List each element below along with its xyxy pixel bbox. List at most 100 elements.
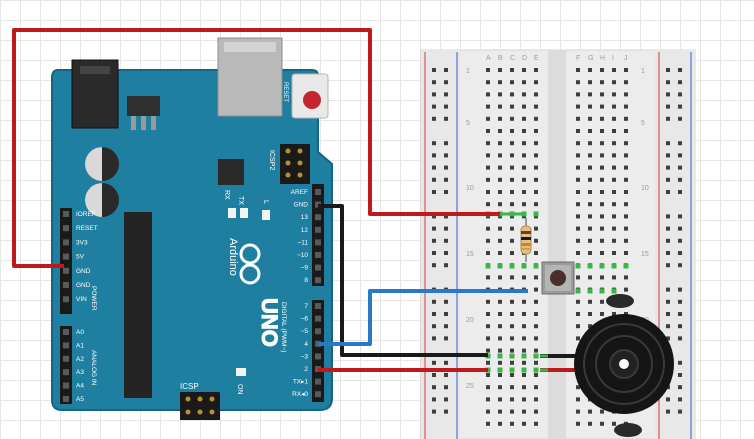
breadboard-hole (498, 165, 502, 170)
breadboard-hole (576, 397, 580, 402)
breadboard-hole (432, 141, 436, 146)
breadboard-hole (624, 165, 628, 170)
breadboard-hole (534, 116, 538, 121)
breadboard-hole-connected (485, 263, 491, 269)
breadboard-hole (666, 68, 670, 72)
header-pin (63, 382, 69, 389)
breadboard-row-number: 5 (641, 120, 645, 127)
status-leds: TX RX L (223, 190, 270, 220)
arduino-logo: Arduino UNO (227, 238, 283, 347)
breadboard-hole (624, 177, 628, 182)
breadboard-hole (510, 202, 514, 207)
pin-label: A4 (76, 383, 84, 390)
breadboard-hole (678, 214, 682, 219)
analog-label: ANALOG IN (90, 350, 97, 386)
microcontroller-chip (124, 212, 152, 398)
breadboard-hole (510, 312, 514, 316)
breadboard-row-number: 10 (641, 185, 649, 192)
breadboard-hole (678, 92, 682, 97)
pcb (51, 69, 333, 411)
breadboard-hole (498, 397, 502, 402)
tx-label: TX (237, 196, 244, 205)
breadboard-hole (576, 324, 580, 329)
breadboard-hole (678, 409, 682, 414)
breadboard-hole (588, 214, 592, 219)
breadboard-column-label: F (576, 55, 580, 62)
breadboard-hole (486, 92, 490, 97)
breadboard-hole (576, 165, 580, 170)
breadboard-hole (510, 238, 514, 243)
breadboard-column-label: H (600, 55, 605, 62)
breadboard-hole (534, 165, 538, 170)
breadboard-hole (522, 80, 526, 85)
breadboard-hole (624, 92, 628, 97)
icsp-label: ICSP (180, 382, 199, 391)
breadboard-hole (666, 312, 670, 316)
breadboard-hole (612, 68, 616, 72)
breadboard-hole-connected (497, 367, 503, 373)
breadboard-hole (486, 324, 490, 329)
breadboard-hole (678, 360, 682, 365)
breadboard-hole (486, 421, 490, 426)
breadboard-hole (600, 275, 604, 280)
breadboard-hole (576, 336, 580, 341)
pin-label: 8 (304, 277, 308, 284)
breadboard-hole (522, 312, 526, 316)
pin-label: 7 (304, 303, 308, 310)
pin-label: RESET (76, 225, 98, 232)
breadboard-hole (588, 104, 592, 109)
breadboard-hole (444, 68, 448, 72)
breadboard-hole (486, 312, 490, 316)
breadboard-hole (486, 360, 490, 365)
digital-label: DIGITAL (PWM~) (280, 302, 287, 352)
pin-label: GND (76, 268, 91, 275)
breadboard-hole (444, 324, 448, 329)
breadboard-hole (576, 104, 580, 109)
breadboard-hole-connected (533, 263, 539, 269)
breadboard-hole (534, 397, 538, 402)
pin-label: IOREF (76, 211, 96, 218)
pin-label: GND (76, 282, 91, 289)
header-pin (63, 211, 69, 217)
breadboard-hole (432, 336, 436, 341)
breadboard-hole (588, 141, 592, 146)
breadboard-hole (576, 214, 580, 219)
breadboard-hole (534, 80, 538, 85)
wire-blue-signal (318, 289, 528, 346)
reset-button[interactable]: RESET (282, 73, 329, 119)
pin-label: ~9 (301, 265, 309, 272)
breadboard-hole (432, 299, 436, 304)
breadboard-hole (432, 312, 436, 316)
breadboard-hole (498, 385, 502, 390)
breadboard-hole (600, 251, 604, 255)
breadboard-hole (666, 287, 670, 292)
breadboard-hole (666, 141, 670, 146)
breadboard-hole (534, 409, 538, 414)
breadboard-hole (666, 104, 670, 109)
breadboard-hole (444, 385, 448, 390)
breadboard-hole (486, 238, 490, 243)
breadboard-hole (486, 373, 490, 377)
breadboard-hole (534, 360, 538, 365)
header-pin (315, 239, 321, 246)
breadboard-hole (612, 141, 616, 146)
breadboard-hole (600, 129, 604, 133)
header-pin (63, 253, 69, 260)
breadboard-hole-connected (521, 263, 527, 269)
breadboard-hole (486, 385, 490, 390)
breadboard-hole (666, 263, 670, 268)
breadboard-hole (486, 348, 490, 353)
breadboard-hole (600, 68, 604, 72)
breadboard-hole (576, 190, 580, 194)
breadboard-hole-connected (611, 263, 617, 269)
breadboard-hole (588, 165, 592, 170)
breadboard-hole (522, 275, 526, 280)
breadboard-hole (666, 177, 670, 182)
breadboard-hole (576, 202, 580, 207)
breadboard-hole (522, 409, 526, 414)
breadboard-hole (666, 214, 670, 219)
breadboard-hole (486, 116, 490, 121)
header-pin (63, 239, 69, 246)
breadboard-hole (612, 421, 616, 426)
breadboard-hole (498, 80, 502, 85)
